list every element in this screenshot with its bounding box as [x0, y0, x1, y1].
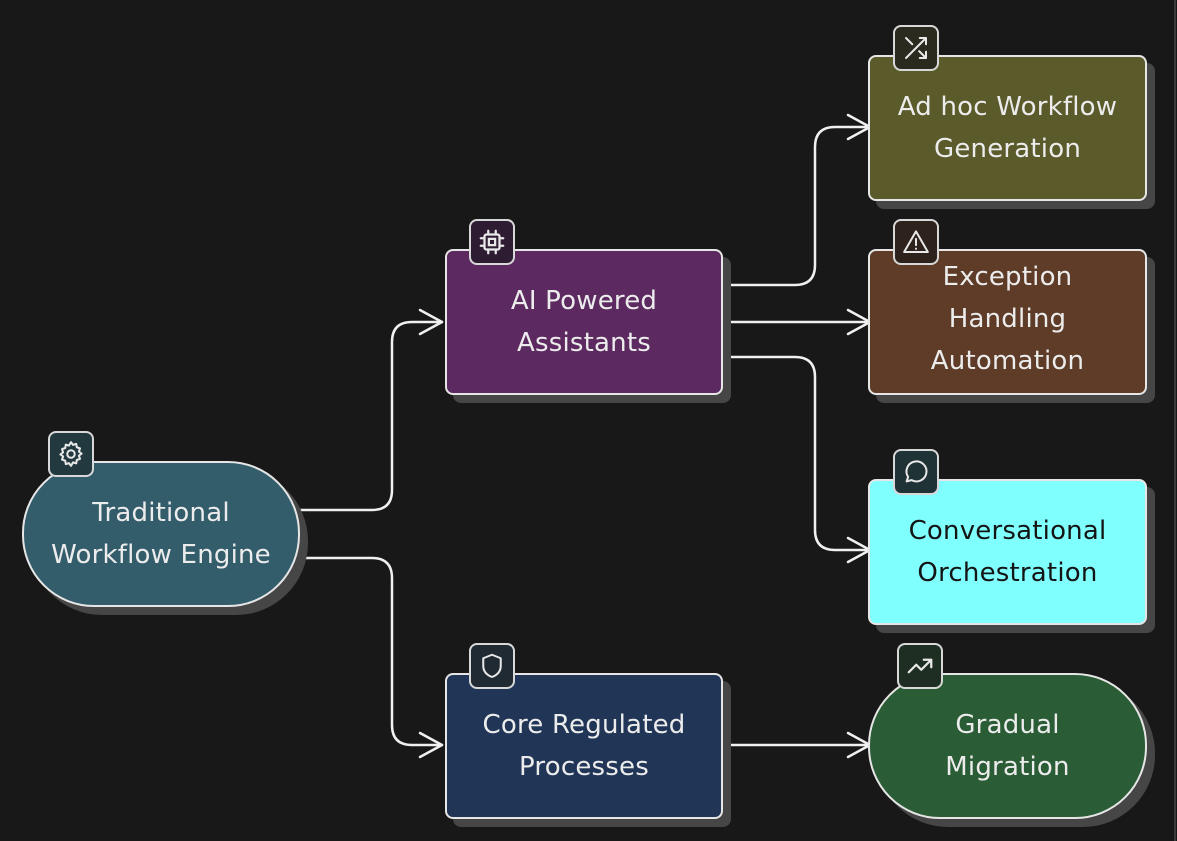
edge-ai-to-conv: [721, 355, 868, 552]
edge-ai-to-adhoc: [721, 125, 868, 287]
node-label: Ad hoc Workflow Generation: [897, 92, 1118, 164]
node-label: Core Regulated Processes: [482, 710, 686, 782]
node-label: AI Powered Assistants: [510, 286, 658, 358]
edge-arrowhead-gradual: [846, 731, 872, 759]
shuffle-icon: [893, 25, 939, 71]
node-ad-hoc-workflow-generation[interactable]: Ad hoc Workflow Generation: [868, 55, 1147, 201]
edge-arrowhead-exception: [846, 308, 872, 336]
edge-traditional-to-ai: [298, 320, 444, 512]
edge-arrowhead-conv: [846, 536, 872, 564]
node-core-regulated-processes[interactable]: Core Regulated Processes: [445, 673, 723, 819]
trending-up-icon: [897, 643, 943, 689]
warning-icon: [893, 219, 939, 265]
node-label: Exception Handling Automation: [930, 262, 1085, 376]
node-label: Gradual Migration: [945, 710, 1070, 782]
edge-traditional-to-core: [298, 556, 444, 747]
node-conversational-orchestration[interactable]: Conversational Orchestration: [868, 479, 1147, 625]
edge-arrowhead-core: [418, 731, 444, 759]
node-traditional-workflow-engine[interactable]: Traditional Workflow Engine: [22, 461, 300, 607]
gear-icon: [48, 431, 94, 477]
node-label: Traditional Workflow Engine: [51, 498, 271, 570]
node-exception-handling-automation[interactable]: Exception Handling Automation: [868, 249, 1147, 395]
chat-bubble-icon: [893, 449, 939, 495]
shield-icon: [469, 643, 515, 689]
node-gradual-migration[interactable]: Gradual Migration: [868, 673, 1147, 819]
canvas-edge-divider: [1174, 0, 1176, 841]
cpu-chip-icon: [469, 219, 515, 265]
node-ai-powered-assistants[interactable]: AI Powered Assistants: [445, 249, 723, 395]
node-label: Conversational Orchestration: [908, 516, 1107, 588]
edge-arrowhead-adhoc: [846, 113, 872, 141]
edge-arrowhead-ai: [418, 308, 444, 336]
